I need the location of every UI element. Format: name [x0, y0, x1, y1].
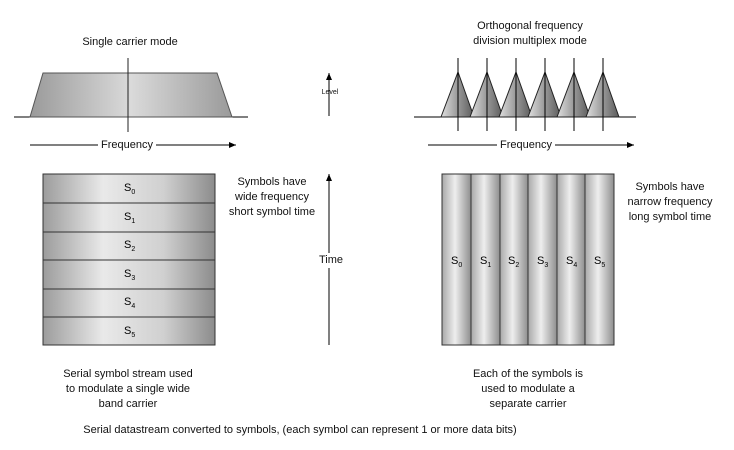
- left-side-note: Symbols have wide frequency short symbol…: [222, 175, 322, 220]
- left-side-note-line-3: short symbol time: [228, 206, 316, 218]
- left-caption: Serial symbol stream used to modulate a …: [28, 367, 228, 412]
- left-side-note-line-1: Symbols have: [237, 176, 307, 188]
- footer-note: Serial datastream converted to symbols, …: [83, 424, 517, 436]
- serial-symbol-stack: [42, 173, 216, 346]
- single-carrier-spectrum: [14, 58, 248, 132]
- ofdm-title: Orthogonal frequency division multiplex …: [440, 19, 620, 49]
- serial-symbol-label: S1: [124, 211, 135, 225]
- right-side-note-line-1: Symbols have: [635, 181, 705, 193]
- left-caption-line-1: Serial symbol stream used: [63, 368, 193, 380]
- single-carrier-title: Single carrier mode: [82, 36, 178, 48]
- serial-symbol-label: S4: [124, 296, 135, 310]
- right-caption-line-2: used to modulate a: [481, 383, 575, 395]
- right-frequency-label: Frequency: [497, 138, 555, 153]
- right-side-note: Symbols have narrow frequency long symbo…: [618, 180, 722, 225]
- left-caption-line-2: to modulate a single wide: [65, 383, 191, 395]
- right-side-note-line-2: narrow frequency: [627, 196, 713, 208]
- ofdm-title-line-1: Orthogonal frequency: [477, 20, 583, 32]
- left-frequency-label: Frequency: [98, 138, 156, 153]
- serial-symbol-label: S0: [124, 182, 135, 196]
- parallel-symbol-labels: S0 S1 S2 S3 S4 S5: [451, 255, 605, 269]
- serial-symbol-label: S5: [124, 325, 135, 339]
- parallel-symbol-label: S3: [537, 255, 548, 269]
- ofdm-spectrum: [414, 58, 636, 131]
- serial-symbol-labels: S0 S1 S2 S3 S4 S5: [124, 182, 135, 339]
- time-label: Time: [306, 253, 356, 268]
- parallel-symbol-label: S0: [451, 255, 462, 269]
- left-caption-line-3: band carrier: [98, 398, 158, 410]
- left-side-note-line-2: wide frequency: [235, 191, 309, 203]
- parallel-symbol-label: S2: [508, 255, 519, 269]
- level-label: Level: [321, 89, 339, 96]
- ofdm-title-line-2: division multiplex mode: [473, 35, 587, 47]
- trapezoid-spectrum: [29, 72, 233, 118]
- right-side-note-line-3: long symbol time: [628, 211, 712, 223]
- right-caption-line-1: Each of the symbols is: [472, 368, 584, 380]
- parallel-symbol-label: S1: [480, 255, 491, 269]
- parallel-symbol-label: S5: [594, 255, 605, 269]
- parallel-symbol-columns: [441, 173, 615, 346]
- right-caption: Each of the symbols is used to modulate …: [428, 367, 628, 412]
- serial-symbol-label: S3: [124, 268, 135, 282]
- right-caption-line-3: separate carrier: [489, 398, 567, 410]
- serial-symbol-label: S2: [124, 239, 135, 253]
- parallel-symbol-label: S4: [566, 255, 577, 269]
